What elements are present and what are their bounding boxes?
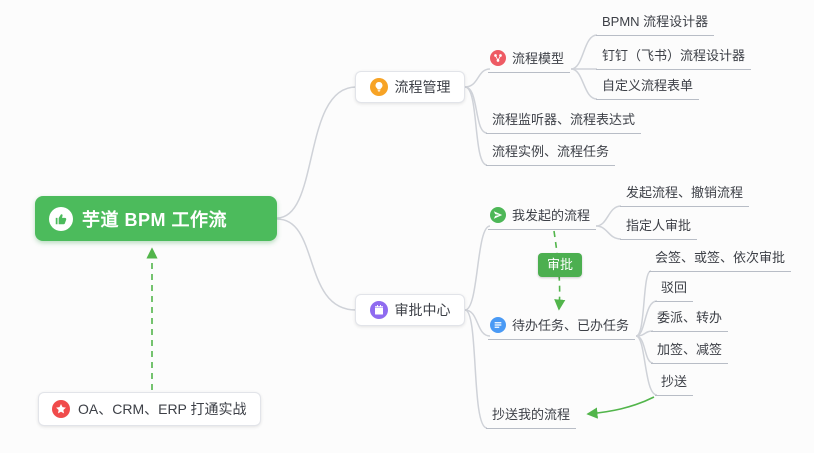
send-icon	[490, 206, 506, 223]
todo-done-label: 待办任务、已办任务	[512, 318, 630, 333]
node-process-instance-task[interactable]: 流程实例、流程任务	[486, 142, 616, 166]
node-cc[interactable]: 抄送	[655, 372, 694, 396]
my-initiated-label: 我发起的流程	[512, 208, 591, 223]
node-approval-center[interactable]: 审批中心	[355, 294, 465, 326]
node-practice[interactable]: OA、CRM、ERP 打通实战	[38, 392, 261, 426]
node-add-reduce-sign[interactable]: 加签、减签	[651, 340, 729, 364]
approval-transition-arrow	[553, 230, 566, 311]
node-initiate-cancel-process[interactable]: 发起流程、撤销流程	[620, 183, 750, 207]
node-process-management[interactable]: 流程管理	[355, 71, 465, 103]
node-my-initiated-process[interactable]: 我发起的流程	[488, 203, 597, 230]
node-reject[interactable]: 驳回	[655, 278, 694, 302]
root-label: 芋道 BPM 工作流	[82, 209, 228, 230]
calendar-icon	[369, 301, 388, 319]
star-icon	[52, 400, 70, 418]
node-dingtalk-feishu-designer[interactable]: 钉钉（飞书）流程设计器	[596, 46, 752, 70]
flow-branch-icon	[490, 49, 506, 66]
process-model-label: 流程模型	[512, 51, 565, 66]
practice-label: OA、CRM、ERP 打通实战	[78, 401, 247, 417]
approval-center-label: 审批中心	[394, 302, 451, 318]
lightbulb-icon	[369, 78, 388, 96]
node-bpmn-designer[interactable]: BPMN 流程设计器	[596, 12, 715, 36]
node-cc-my-process[interactable]: 抄送我的流程	[486, 405, 577, 429]
thumbs-up-icon	[49, 206, 73, 231]
node-custom-form[interactable]: 自定义流程表单	[596, 76, 700, 100]
node-delegate-transfer[interactable]: 委派、转办	[651, 308, 729, 332]
approval-badge[interactable]: 审批	[538, 253, 583, 277]
process-management-label: 流程管理	[394, 79, 451, 95]
branch-connectors	[276, 34, 658, 429]
node-process-model[interactable]: 流程模型	[488, 46, 571, 73]
node-todo-done-tasks[interactable]: 待办任务、已办任务	[488, 313, 636, 340]
root-node[interactable]: 芋道 BPM 工作流	[35, 196, 277, 241]
node-countersign-orsign-sequential[interactable]: 会签、或签、依次审批	[649, 248, 792, 272]
node-assignee-approval[interactable]: 指定人审批	[620, 216, 698, 240]
task-list-icon	[490, 316, 506, 333]
cc-arrow	[586, 396, 655, 419]
node-process-listener-expression[interactable]: 流程监听器、流程表达式	[486, 110, 642, 134]
